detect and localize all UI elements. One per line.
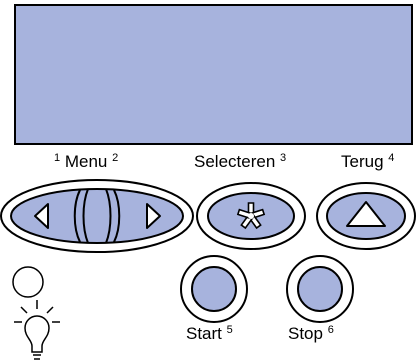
stop-label: Stop 6 [288, 324, 334, 345]
start-label: Start 5 [186, 324, 233, 345]
back-button[interactable] [316, 182, 416, 250]
menu-label: 1 Menu 2 [54, 152, 119, 173]
indicator-light [12, 266, 44, 298]
menu-left-number: 1 [54, 152, 61, 164]
triangle-up-icon [346, 201, 386, 227]
select-number: 3 [280, 152, 287, 164]
stop-button[interactable] [286, 255, 354, 323]
stop-number: 6 [327, 324, 334, 336]
start-text: Start [186, 324, 222, 343]
triangle-right-icon [146, 203, 161, 229]
menu-text: Menu [64, 152, 108, 171]
select-button[interactable] [196, 182, 306, 250]
select-text: Selecteren [194, 152, 276, 171]
start-number: 5 [226, 324, 233, 336]
menu-right-number: 2 [112, 152, 119, 164]
triangle-left-icon [34, 203, 49, 229]
menu-button[interactable] [0, 179, 194, 253]
lcd-display [14, 4, 413, 145]
stop-text: Stop [288, 324, 323, 343]
back-label: Terug 4 [341, 152, 395, 173]
select-label: Selecteren 3 [194, 152, 287, 173]
asterisk-icon [236, 202, 266, 230]
back-number: 4 [388, 152, 395, 164]
back-text: Terug [341, 152, 384, 171]
light-bulb-icon [14, 300, 60, 360]
start-button[interactable] [180, 255, 248, 323]
